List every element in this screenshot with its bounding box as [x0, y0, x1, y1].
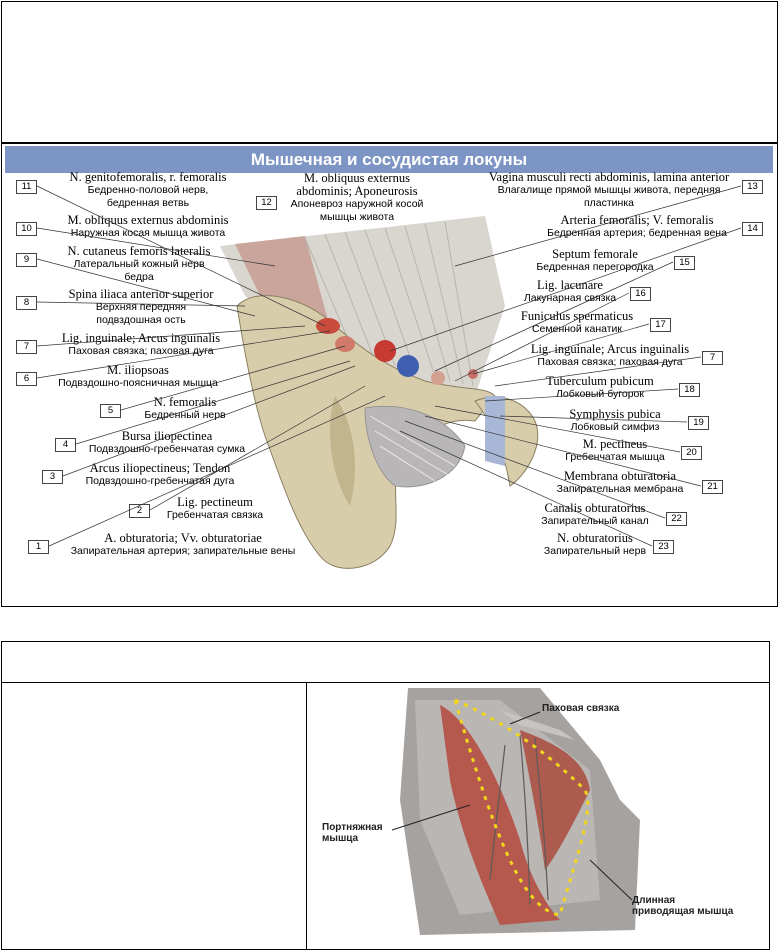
label-number: 10 — [16, 222, 37, 236]
label-adductor-longus: Длинная приводящая мышца — [632, 895, 734, 917]
label-sartorius: Портняжная мышца — [322, 822, 383, 844]
label-number: 17 — [650, 318, 671, 332]
label-1: A. obturatoria; Vv. obturatoriae Запират… — [70, 531, 296, 558]
label-20: M. pectineus Гребенчатая мышца — [565, 437, 665, 464]
label-inguinal-ligament: Паховая связка — [542, 703, 620, 714]
label-number: 20 — [681, 446, 702, 460]
label-6: M. iliopsoas Подвздошно-поясничная мышца — [58, 363, 218, 390]
label-number: 16 — [630, 287, 651, 301]
label-number: 11 — [16, 180, 37, 194]
label-number: 4 — [55, 438, 76, 452]
label-19: Symphysis pubica Лобковый симфиз — [569, 407, 661, 434]
label-2: Lig. pectineum Гребенчатая связка — [166, 495, 264, 522]
label-number: 3 — [42, 470, 63, 484]
label-number: 6 — [16, 372, 37, 386]
label-12: M. obliquus externus abdominis; Aponeuro… — [290, 171, 424, 224]
label-number: 15 — [674, 256, 695, 270]
label-11: N. genitofemoralis, r. femoralis Бедренн… — [69, 170, 227, 210]
label-22: Canalis obturatorius Запирательный канал — [541, 501, 649, 528]
label-15: Septum femorale Бедренная перегородка — [536, 247, 654, 274]
label-number: 12 — [256, 196, 277, 210]
label-number: 22 — [666, 512, 687, 526]
label-14: Arteria femoralis; V. femoralis Бедренна… — [547, 213, 727, 240]
label-3: Arcus iliopectineus; Tendon Подвздошно-г… — [85, 461, 235, 488]
label-number: 14 — [742, 222, 763, 236]
label-number: 7 — [16, 340, 37, 354]
label-number: 21 — [702, 480, 723, 494]
label-number: 9 — [16, 253, 37, 267]
label-16: Lig. lacunare Лакунарная связка — [523, 278, 617, 305]
label-8: Spina iliaca anterior superior Верхняя п… — [68, 287, 214, 327]
figure-title: Мышечная и сосудистая локуны — [5, 146, 773, 173]
label-number: 18 — [679, 383, 700, 397]
label-5: N. femoralis Бедренный нерв — [144, 395, 226, 422]
lacunae-figure: Мышечная и сосудистая локуны 11 N. genit — [5, 146, 773, 601]
label-4: Bursa iliopectinea Подвздошно-гребенчата… — [88, 429, 246, 456]
label-number: 2 — [129, 504, 150, 518]
label-17: Funiculus spermaticus Семенной канатик — [520, 309, 634, 336]
label-number: 7 — [702, 351, 723, 365]
label-10: M. obliquus externus abdominis Наружная … — [67, 213, 229, 240]
label-number: 19 — [688, 416, 709, 430]
leader-lines — [36, 185, 742, 547]
label-number: 13 — [742, 180, 763, 194]
label-23: N. obturatorius Запирательный нерв — [543, 531, 647, 558]
label-number: 1 — [28, 540, 49, 554]
label-9: N. cutaneus femoris lateralis Латеральны… — [67, 244, 211, 284]
label-13: Vagina musculi recti abdominis, lamina a… — [488, 170, 730, 210]
label-number: 5 — [100, 404, 121, 418]
label-number: 8 — [16, 296, 37, 310]
label-number: 23 — [653, 540, 674, 554]
